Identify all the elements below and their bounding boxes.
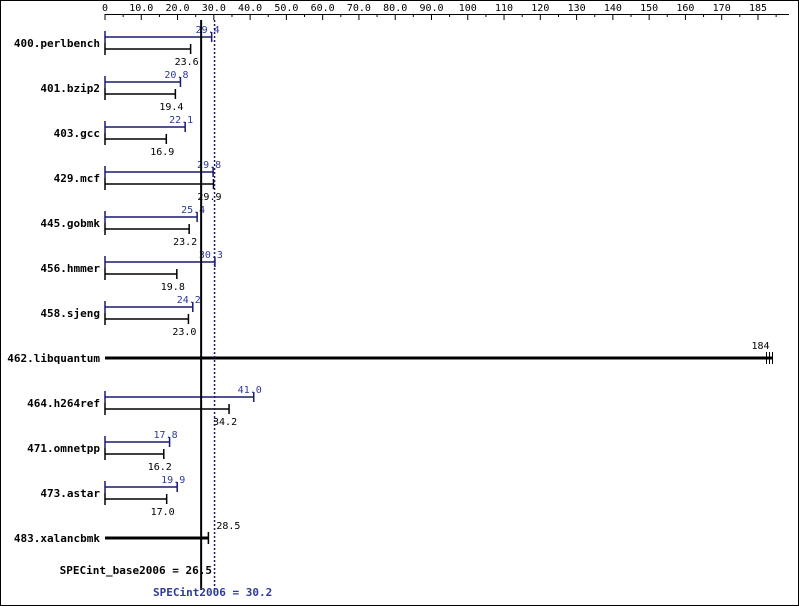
category-labels: 400.perlbench 401.bzip2 403.gcc 429.mcf 445.… bbox=[7, 37, 100, 545]
bars: 29.4 23.6 20.8 19.4 22.1 16.9 29.8 29.9 25.4 23.2… bbox=[104, 25, 773, 544]
category-label: 429.mcf bbox=[54, 172, 100, 185]
ref-label-peak: SPECint2006 = 30.2 bbox=[153, 586, 272, 599]
x-tick-label: 90.0 bbox=[419, 3, 443, 14]
category-label: 464.h264ref bbox=[27, 397, 100, 410]
x-tick-label: 130 bbox=[568, 3, 586, 14]
x-tick-label: 150 bbox=[640, 3, 658, 14]
data-label-base: 16.2 bbox=[148, 462, 172, 473]
data-label-peak: 22.1 bbox=[169, 115, 193, 126]
data-label-peak: 30.3 bbox=[199, 250, 223, 261]
x-axis: 0 10.0 20.0 30.0 40.0 50.0 60.0 70.0 80.0 90.0 100… bbox=[102, 3, 789, 20]
data-label-base: 34.2 bbox=[213, 417, 237, 428]
x-tick-label: 0 bbox=[102, 3, 108, 14]
category-label: 473.astar bbox=[40, 487, 100, 500]
x-tick-label: 185 bbox=[749, 3, 767, 14]
x-tick-label: 80.0 bbox=[383, 3, 407, 14]
x-tick-label: 160 bbox=[676, 3, 694, 14]
data-label-peak: 17.8 bbox=[154, 430, 178, 441]
data-label-base: 23.2 bbox=[173, 237, 197, 248]
ref-label-base: SPECint_base2006 = 26.5 bbox=[60, 564, 212, 577]
data-label-peak: 29.8 bbox=[197, 160, 221, 171]
category-label: 445.gobmk bbox=[40, 217, 100, 230]
x-tick-label: 100 bbox=[459, 3, 477, 14]
x-tick-label: 10.0 bbox=[129, 3, 153, 14]
category-label: 403.gcc bbox=[54, 127, 100, 140]
category-label: 483.xalancbmk bbox=[14, 532, 100, 545]
data-label-base: 184 bbox=[751, 341, 769, 352]
data-label-base: 17.0 bbox=[151, 507, 175, 518]
data-label-base: 29.9 bbox=[197, 192, 221, 203]
x-tick-label: 40.0 bbox=[238, 3, 262, 14]
category-label: 458.sjeng bbox=[40, 307, 100, 320]
x-tick-label: 120 bbox=[531, 3, 549, 14]
x-tick-label: 140 bbox=[604, 3, 622, 14]
data-label-peak: 29.4 bbox=[196, 25, 220, 36]
data-label-base: 19.8 bbox=[161, 282, 185, 293]
category-label: 471.omnetpp bbox=[27, 442, 100, 455]
x-tick-label: 70.0 bbox=[347, 3, 371, 14]
data-label-base: 23.6 bbox=[175, 57, 199, 68]
category-label: 456.hmmer bbox=[40, 262, 100, 275]
data-label-base: 28.5 bbox=[216, 521, 240, 532]
data-label-peak: 41.0 bbox=[238, 385, 262, 396]
x-tick-label: 60.0 bbox=[311, 3, 335, 14]
category-label: 400.perlbench bbox=[14, 37, 100, 50]
data-label-peak: 19.9 bbox=[161, 475, 185, 486]
x-tick-label: 30.0 bbox=[202, 3, 226, 14]
data-label-peak: 24.2 bbox=[177, 295, 201, 306]
x-tick-label: 20.0 bbox=[166, 3, 190, 14]
data-label-peak: 20.8 bbox=[164, 70, 188, 81]
data-label-base: 19.4 bbox=[159, 102, 183, 113]
x-tick-label: 110 bbox=[495, 3, 513, 14]
category-label: 401.bzip2 bbox=[40, 82, 100, 95]
x-tick-label: 50.0 bbox=[274, 3, 298, 14]
x-tick-label: 170 bbox=[713, 3, 731, 14]
data-label-base: 23.0 bbox=[172, 327, 196, 338]
data-label-peak: 25.4 bbox=[181, 205, 205, 216]
category-label: 462.libquantum bbox=[7, 352, 100, 365]
data-label-base: 16.9 bbox=[150, 147, 174, 158]
